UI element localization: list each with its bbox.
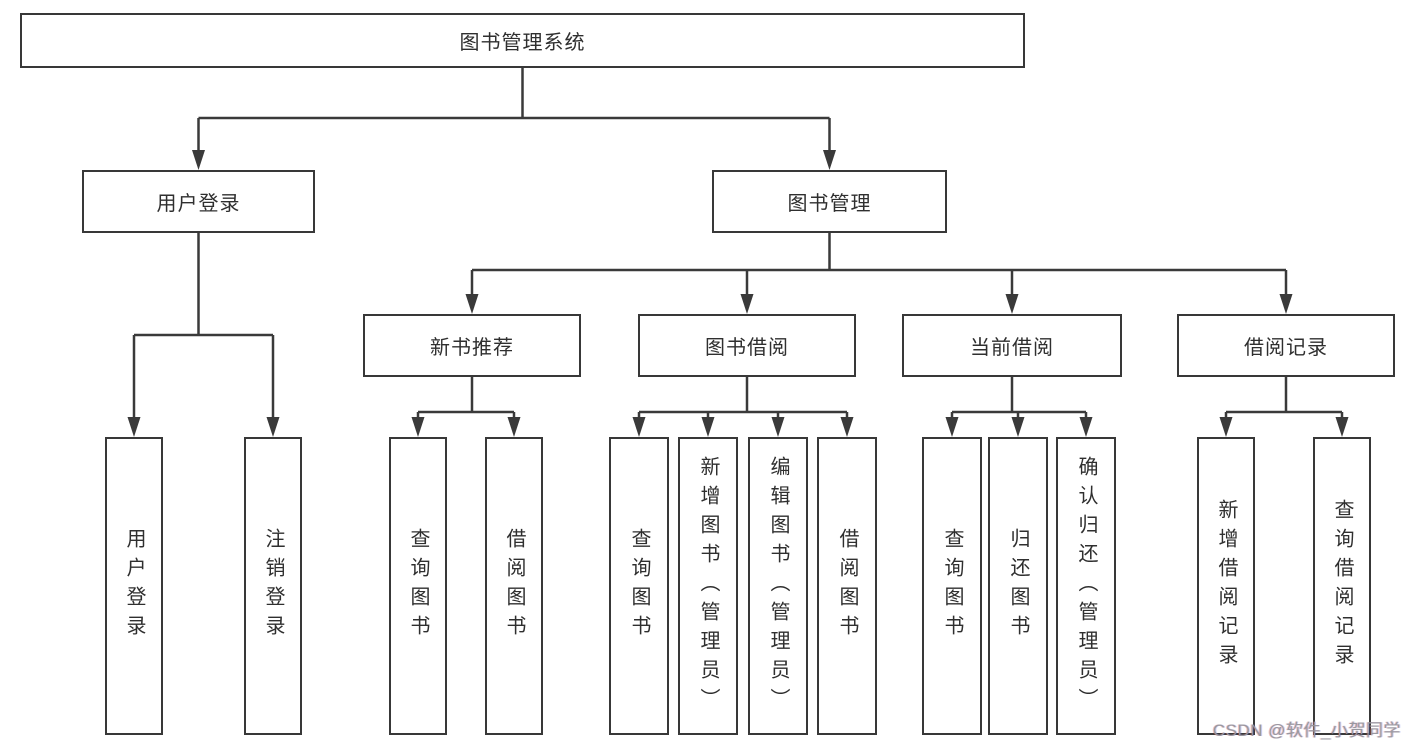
node-label: 确认归还（管理员） (1075, 455, 1097, 717)
node-borrow-records: 借阅记录 (1177, 314, 1395, 377)
arrowheads (127, 150, 1349, 437)
leaf-query-books-borrowing: 查询图书 (609, 437, 669, 735)
node-label: 新书推荐 (430, 337, 514, 359)
node-user-login: 用户登录 (82, 170, 315, 233)
node-book-borrowing: 图书借阅 (638, 314, 856, 377)
connector-user-login (132, 233, 275, 419)
node-label: 归还图书 (1007, 528, 1029, 644)
connector-new-book-recommend (416, 377, 516, 419)
node-label: 新增借阅记录 (1215, 499, 1237, 673)
node-label: 编辑图书（管理员） (767, 455, 789, 717)
connector-borrow-records (1224, 377, 1344, 419)
leaf-query-books-current: 查询图书 (922, 437, 982, 735)
leaf-edit-book-admin: 编辑图书（管理员） (748, 437, 808, 735)
node-label: 当前借阅 (970, 337, 1054, 359)
node-current-borrowing: 当前借阅 (902, 314, 1122, 377)
node-label: 借阅图书 (836, 528, 858, 644)
leaf-query-books-recommend: 查询图书 (389, 437, 447, 735)
connector-current-borrowing (950, 377, 1088, 419)
node-label: 用户登录 (156, 193, 241, 215)
leaf-add-borrow-record: 新增借阅记录 (1197, 437, 1255, 735)
leaf-confirm-return-admin: 确认归还（管理员） (1056, 437, 1116, 735)
node-label: 图书管理 (787, 193, 872, 215)
connector-root (197, 68, 831, 152)
node-label: 图书管理系统 (459, 32, 586, 54)
connector-book-borrowing (637, 377, 849, 419)
node-label: 新增图书（管理员） (697, 455, 719, 717)
leaf-borrow-books-borrowing: 借阅图书 (817, 437, 877, 735)
leaf-borrow-books-recommend: 借阅图书 (485, 437, 543, 735)
node-label: 查询图书 (628, 528, 650, 644)
node-label: 查询图书 (941, 528, 963, 644)
node-new-book-recommend: 新书推荐 (363, 314, 581, 377)
leaf-add-book-admin: 新增图书（管理员） (678, 437, 738, 735)
leaf-query-borrow-record: 查询借阅记录 (1313, 437, 1371, 735)
node-book-management: 图书管理 (712, 170, 947, 233)
node-label: 查询图书 (407, 528, 429, 644)
node-label: 注销登录 (262, 528, 284, 644)
leaf-logout: 注销登录 (244, 437, 302, 735)
node-label: 查询借阅记录 (1331, 499, 1353, 673)
node-label: 借阅图书 (503, 528, 525, 644)
connector-book-management (470, 233, 1288, 296)
node-label: 图书借阅 (705, 337, 789, 359)
watermark: CSDN @软件_小贺同学 (1212, 721, 1401, 740)
leaf-return-books: 归还图书 (988, 437, 1048, 735)
leaf-user-login: 用户登录 (105, 437, 163, 735)
node-library-system: 图书管理系统 (20, 13, 1025, 68)
node-label: 用户登录 (123, 528, 145, 644)
node-label: 借阅记录 (1244, 337, 1328, 359)
